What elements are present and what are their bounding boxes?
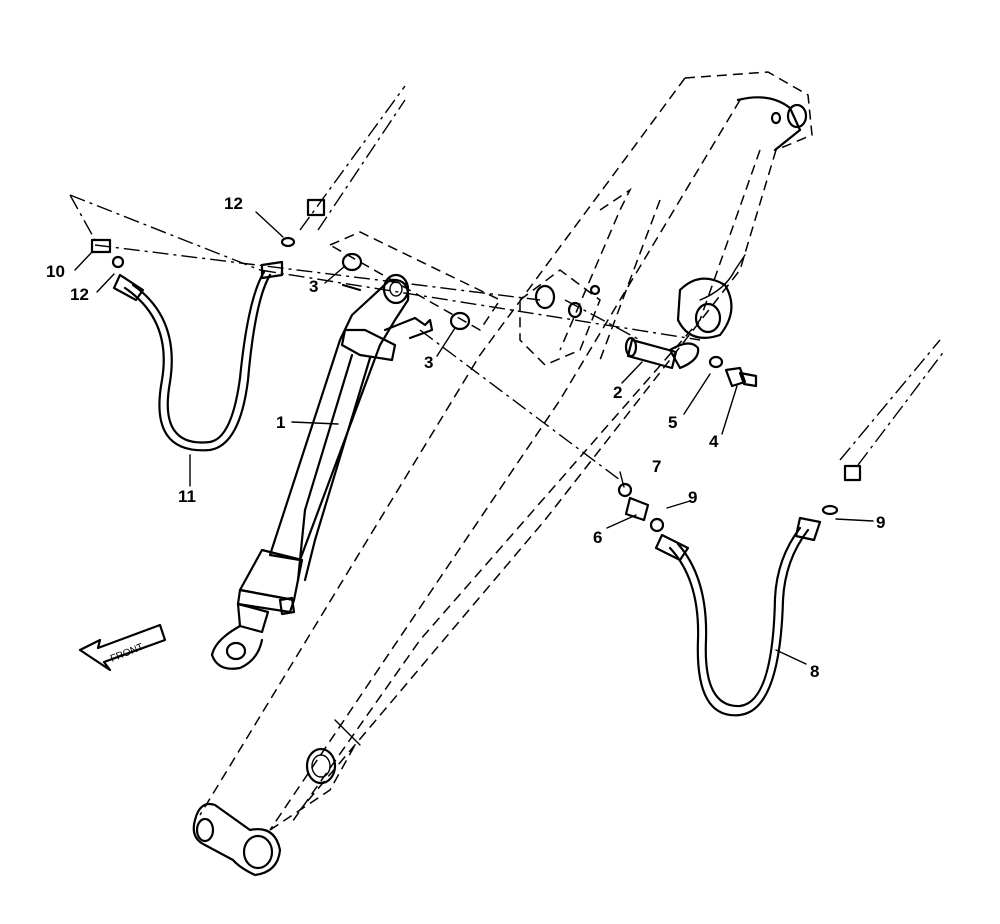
hose-left <box>90 198 326 452</box>
callout-7: 7 <box>652 457 661 476</box>
front-arrow <box>78 623 167 672</box>
arm-cylinder <box>210 273 434 670</box>
hose-right <box>617 464 862 717</box>
callout-12-left: 12 <box>70 285 89 304</box>
pin-assembly <box>624 336 758 388</box>
callout-9-right: 9 <box>876 513 885 532</box>
pipelines <box>69 85 946 481</box>
callout-5: 5 <box>668 413 677 432</box>
callout-2: 2 <box>613 383 622 402</box>
callout-8: 8 <box>810 662 819 681</box>
front-label: FRONT <box>109 642 145 665</box>
callout-9-left: 9 <box>688 488 697 507</box>
callout-3-lower: 3 <box>424 353 433 372</box>
shim-plates <box>328 231 502 331</box>
callout-10: 10 <box>46 262 65 281</box>
callouts: 12 10 12 3 3 1 11 2 5 4 7 6 9 9 8 <box>46 194 885 681</box>
leader-lines <box>74 211 874 665</box>
boom <box>192 71 813 877</box>
callout-1: 1 <box>276 413 285 432</box>
callout-3-upper: 3 <box>309 277 318 296</box>
callout-6: 6 <box>593 528 602 547</box>
callout-12-top: 12 <box>224 194 243 213</box>
callout-4: 4 <box>709 432 719 451</box>
callout-11: 11 <box>178 487 196 506</box>
